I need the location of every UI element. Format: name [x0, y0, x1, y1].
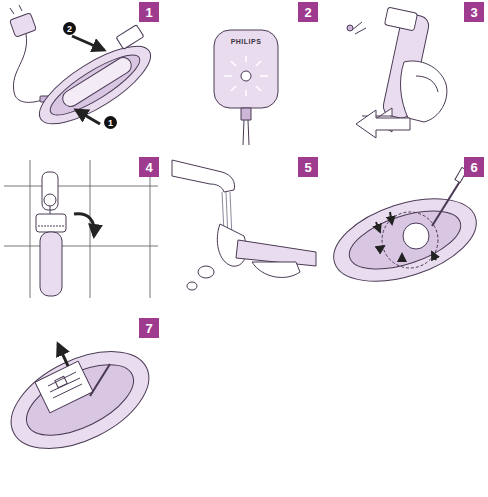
step-number: 6	[464, 157, 484, 177]
step-number: 5	[298, 157, 318, 177]
storage-hook-scene	[4, 158, 158, 298]
step-number: 2	[298, 2, 318, 22]
step-number: 3	[464, 2, 484, 22]
adapter-scene	[214, 30, 278, 145]
rinsing-scene	[172, 160, 316, 290]
head-removal-scene	[347, 7, 447, 138]
step-number: 4	[139, 157, 159, 177]
battery-removal-scene	[0, 332, 164, 469]
brand-name: PHILIPS	[222, 36, 270, 46]
callout-number: 2	[63, 22, 76, 35]
base-opening-scene	[323, 167, 486, 297]
callout-number: 1	[104, 116, 117, 129]
charging-stand-scene	[10, 5, 161, 138]
step-number: 1	[139, 2, 159, 22]
step-number: 7	[139, 318, 159, 338]
